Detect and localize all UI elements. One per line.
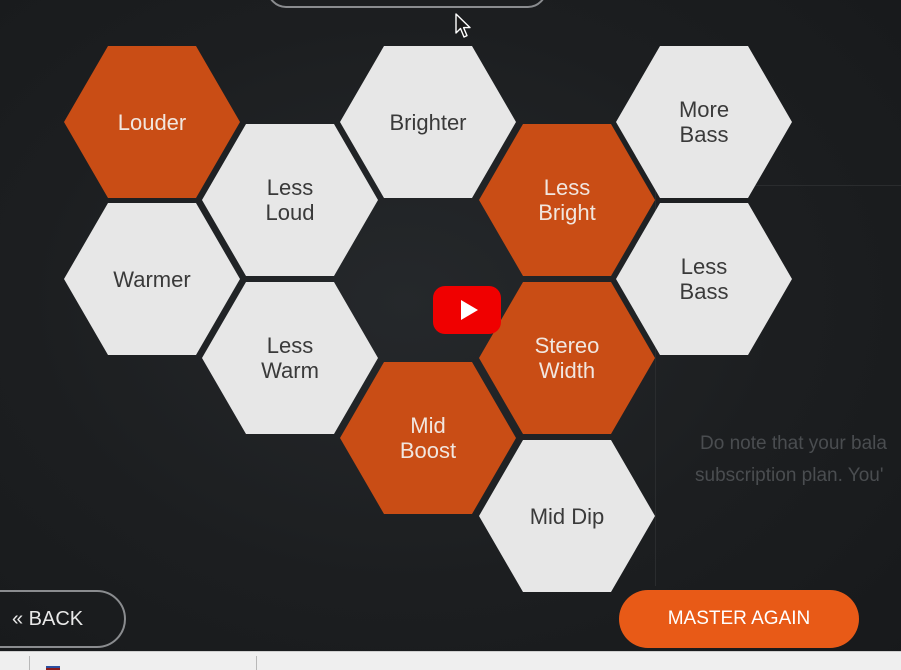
- back-button[interactable]: « BACK: [0, 590, 126, 648]
- taskbar-divider: [29, 656, 30, 670]
- tile-mid-boost[interactable]: Mid Boost: [340, 362, 516, 514]
- mouse-cursor-icon: [455, 13, 471, 38]
- tile-stereo-width[interactable]: Stereo Width: [479, 282, 655, 434]
- master-again-button[interactable]: MASTER AGAIN: [619, 590, 859, 648]
- play-icon: [460, 300, 478, 320]
- tile-more-bass[interactable]: More Bass: [616, 46, 792, 198]
- taskbar-divider: [256, 656, 257, 670]
- top-pill-button[interactable]: [267, 0, 547, 8]
- tile-less-bright[interactable]: Less Bright: [479, 124, 655, 276]
- background-panel: [655, 185, 901, 586]
- tile-brighter[interactable]: Brighter: [340, 46, 516, 198]
- video-play-button[interactable]: [433, 286, 501, 334]
- taskbar: [0, 651, 901, 670]
- background-text-line-2: subscription plan. You': [695, 465, 884, 486]
- tile-less-loud[interactable]: Less Loud: [202, 124, 378, 276]
- background-text-line-1: Do note that your bala: [700, 433, 887, 454]
- tile-less-warm[interactable]: Less Warm: [202, 282, 378, 434]
- tile-mid-dip[interactable]: Mid Dip: [479, 440, 655, 592]
- app-icon[interactable]: [46, 666, 60, 670]
- tile-warmer[interactable]: Warmer: [64, 203, 240, 355]
- tile-louder[interactable]: Louder: [64, 46, 240, 198]
